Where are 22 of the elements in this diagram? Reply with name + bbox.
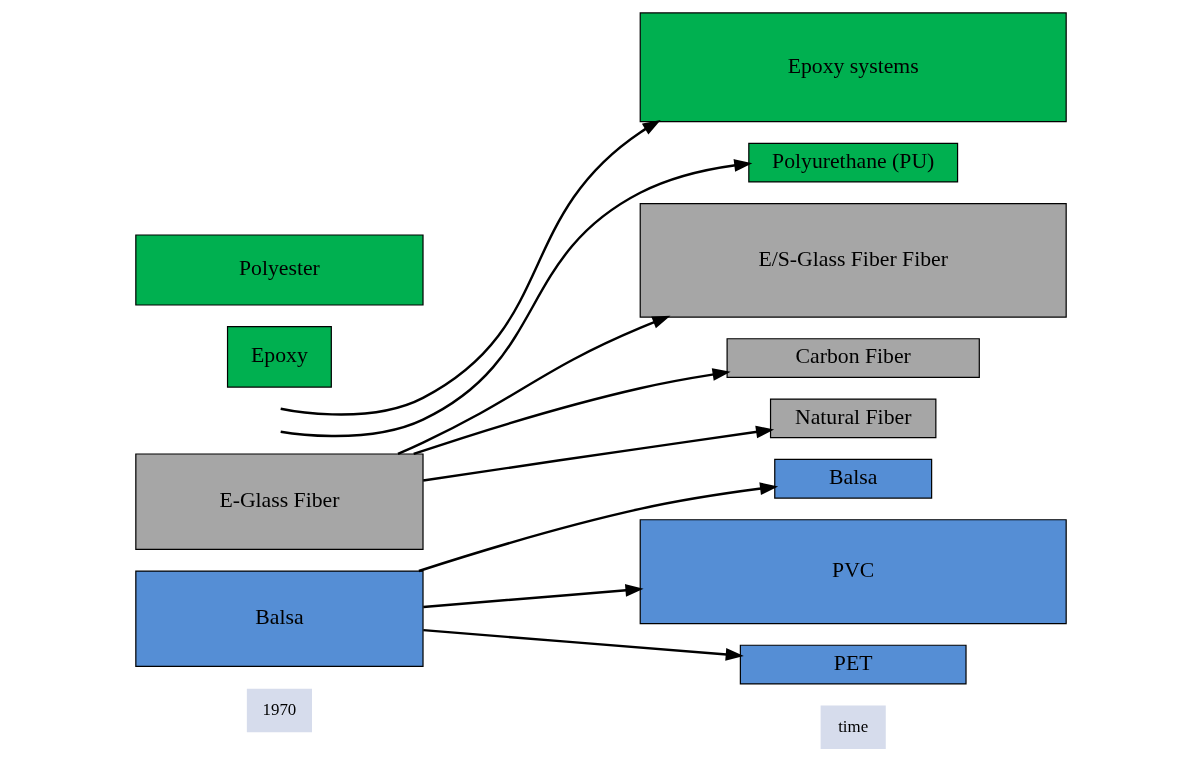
- node-box: Polyester: [135, 234, 424, 306]
- node-box: Natural Fiber: [769, 398, 937, 439]
- arrow: [280, 119, 661, 416]
- arrow: [423, 628, 744, 661]
- node-box: Balsa: [774, 458, 933, 499]
- label: time: [838, 716, 869, 736]
- arrow: [280, 159, 753, 438]
- node-box: Balsa: [135, 570, 424, 667]
- node-box: PET: [739, 644, 967, 685]
- node-box: Epoxy systems: [639, 12, 1067, 123]
- node-box: E/S-Glass Fiber Fiber: [639, 203, 1067, 318]
- arrow: [397, 315, 671, 456]
- node-box: Epoxy: [226, 326, 332, 388]
- node-box: Carbon Fiber: [726, 338, 980, 378]
- arrow: [413, 368, 731, 456]
- arrow: [423, 425, 775, 482]
- arrow: [423, 584, 644, 609]
- node-box: PVC: [639, 519, 1067, 625]
- node-box: E-Glass Fiber: [135, 453, 424, 550]
- label: 1970: [262, 699, 297, 719]
- arrow: [418, 482, 779, 573]
- node-box: Polyurethane (PU): [748, 142, 959, 183]
